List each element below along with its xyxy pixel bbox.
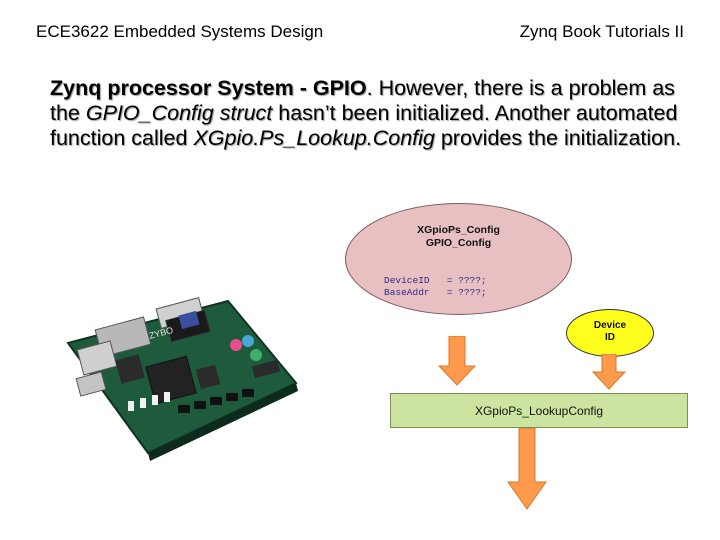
header-tutorial-title: Zynq Book Tutorials II bbox=[519, 22, 684, 41]
device-id-line1: Device bbox=[593, 320, 627, 331]
down-arrow-icon bbox=[438, 336, 476, 386]
device-id-line2: ID bbox=[605, 332, 615, 343]
header-course-title: ECE3622 Embedded Systems Design bbox=[36, 22, 324, 41]
body-italic-1: GPIO_Config struct bbox=[85, 101, 273, 125]
struct-name-label: GPIO_Config bbox=[425, 237, 492, 249]
body-italic-2: XGpio.Ps_Lookup.Config bbox=[193, 126, 435, 150]
struct-type-label: XGpioPs_Config bbox=[417, 224, 500, 236]
device-id-oval: Device ID bbox=[566, 309, 654, 357]
down-arrow-icon bbox=[592, 354, 626, 390]
body-text-2: hasn’t been initialized. Another automat… bbox=[50, 101, 678, 150]
struct-field-device-id: DeviceID = ????; bbox=[384, 275, 487, 286]
lookup-config-box: XGpioPs_LookupConfig bbox=[390, 393, 688, 428]
body-bold-lead: Zynq processor System - GPIO bbox=[50, 76, 367, 100]
zybo-board-image: ZYBO bbox=[66, 297, 298, 461]
lookup-config-label: XGpioPs_LookupConfig bbox=[474, 403, 604, 418]
struct-field-base-addr: BaseAddr = ????; bbox=[384, 287, 487, 298]
body-text-3: provides the initialization. bbox=[434, 126, 682, 150]
down-arrow-icon bbox=[507, 428, 547, 510]
slide-body-text: Zynq processor System - GPIO. However, t… bbox=[50, 76, 700, 151]
gpio-config-struct-oval: XGpioPs_Config GPIO_Config DeviceID = ??… bbox=[345, 203, 572, 315]
body-text-1: . However, there is a problem as the bbox=[50, 76, 675, 125]
